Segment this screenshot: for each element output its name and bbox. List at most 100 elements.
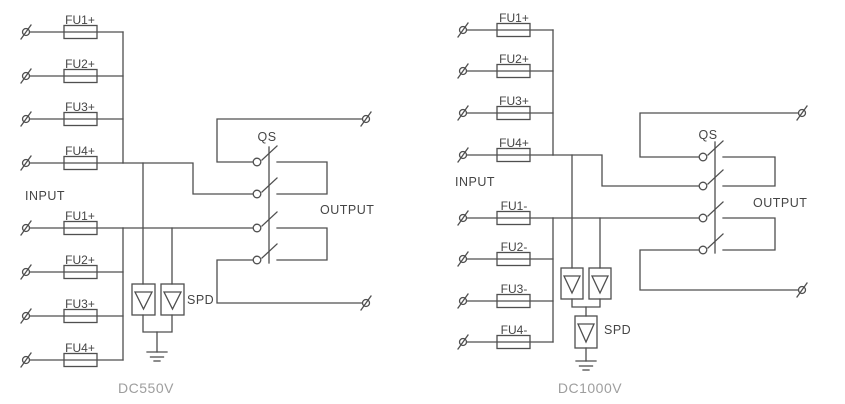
varistor-triangle-icon — [590, 275, 610, 295]
switch-blade-icon — [707, 201, 724, 217]
fuse-body — [63, 68, 98, 84]
terminal-slash-icon — [457, 22, 469, 38]
terminal-icon — [458, 25, 468, 35]
fuse-body — [496, 63, 531, 79]
terminal-icon — [21, 114, 31, 124]
fuse-body — [63, 352, 98, 368]
fuse-label-right-bottom-3: FU3- — [501, 282, 528, 296]
terminal-slash-icon — [796, 105, 808, 121]
varistor-icon — [560, 267, 584, 300]
fuse-body — [63, 264, 98, 280]
terminal-slash-icon — [20, 111, 32, 127]
terminal-icon — [21, 355, 31, 365]
switch-blade-icon — [707, 233, 724, 249]
fuse-label-left-bottom-1: FU1+ — [65, 209, 95, 223]
fuse-label-right-top-4: FU4+ — [499, 136, 529, 150]
varistor-triangle-icon — [576, 323, 596, 344]
varistor-triangle-icon — [162, 291, 183, 311]
fuse-label-left-bottom-3: FU3+ — [65, 297, 95, 311]
input-label-right: INPUT — [455, 175, 495, 189]
switch-blade-icon — [261, 243, 278, 259]
terminal-slash-icon — [457, 210, 469, 226]
fuse-body — [496, 147, 531, 163]
wire — [122, 162, 254, 195]
terminal-slash-icon — [457, 63, 469, 79]
varistor-icon — [574, 315, 598, 349]
switch-pole-contact — [252, 255, 262, 265]
terminal-slash-icon — [796, 282, 808, 298]
fuse-body — [496, 293, 531, 309]
terminal-slash-icon — [20, 308, 32, 324]
terminal-icon — [458, 296, 468, 306]
terminal-icon — [458, 254, 468, 264]
wire — [722, 217, 776, 251]
fuse-body — [63, 155, 98, 171]
terminal-icon — [458, 150, 468, 160]
left-diagram-wires — [20, 24, 372, 368]
fuse-label-left-top-4: FU4+ — [65, 144, 95, 158]
spd-label-right: SPD — [604, 323, 631, 337]
switch-blade-icon — [261, 211, 278, 227]
wire — [552, 154, 700, 187]
switch-pole-contact — [252, 157, 262, 167]
terminal-icon — [458, 66, 468, 76]
switch-blade-icon — [261, 177, 278, 193]
varistor-icon — [588, 267, 612, 300]
switch-pole-contact — [698, 213, 708, 223]
terminal-icon — [458, 108, 468, 118]
fuse-body — [63, 308, 98, 324]
input-label-left: INPUT — [25, 189, 65, 203]
fuse-body — [63, 24, 98, 40]
terminal-slash-icon — [20, 220, 32, 236]
fuse-label-left-bottom-4: FU4+ — [65, 341, 95, 355]
varistor-triangle-icon — [133, 291, 154, 311]
wire — [216, 118, 363, 163]
terminal-icon — [361, 298, 371, 308]
wire — [571, 298, 601, 308]
terminal-slash-icon — [20, 264, 32, 280]
switch-pole-contact — [698, 245, 708, 255]
varistor-icon — [131, 283, 156, 316]
terminal-slash-icon — [457, 251, 469, 267]
right-diagram-wires — [457, 22, 808, 371]
wire — [142, 314, 173, 333]
terminal-icon — [361, 114, 371, 124]
varistor-triangle-icon — [562, 275, 582, 295]
terminal-slash-icon — [20, 24, 32, 40]
fuse-body — [496, 210, 531, 226]
varistor-icon — [160, 283, 185, 316]
fuse-label-left-top-1: FU1+ — [65, 13, 95, 27]
switch-pole-contact — [252, 189, 262, 199]
output-label-left: OUTPUT — [320, 203, 374, 217]
fuse-label-left-bottom-2: FU2+ — [65, 253, 95, 267]
terminal-slash-icon — [457, 105, 469, 121]
fuse-label-right-top-2: FU2+ — [499, 52, 529, 66]
fuse-label-right-bottom-4: FU4- — [501, 323, 528, 337]
fuse-body — [63, 111, 98, 127]
fuse-body — [496, 22, 531, 38]
terminal-slash-icon — [20, 155, 32, 171]
fuse-body — [63, 220, 98, 236]
terminal-slash-icon — [457, 293, 469, 309]
terminal-slash-icon — [20, 352, 32, 368]
diagram-title-right: DC1000V — [558, 380, 622, 396]
terminal-icon — [21, 311, 31, 321]
switch-blade-icon — [707, 140, 724, 156]
wire — [276, 227, 328, 261]
output-label-right: OUTPUT — [753, 196, 807, 210]
terminal-slash-icon — [360, 295, 372, 311]
fuse-body — [496, 105, 531, 121]
switch-label-left: QS — [257, 130, 276, 144]
spd-label-left: SPD — [187, 293, 214, 307]
switch-pole-contact — [252, 223, 262, 233]
fuse-body — [496, 251, 531, 267]
fuse-label-right-bottom-1: FU1- — [501, 199, 528, 213]
switch-label-right: QS — [698, 128, 717, 142]
fuse-body — [496, 334, 531, 350]
terminal-slash-icon — [360, 111, 372, 127]
terminal-icon — [21, 27, 31, 37]
wire — [639, 112, 799, 158]
terminal-slash-icon — [457, 334, 469, 350]
fuse-label-left-top-2: FU2+ — [65, 57, 95, 71]
switch-pole-contact — [698, 181, 708, 191]
